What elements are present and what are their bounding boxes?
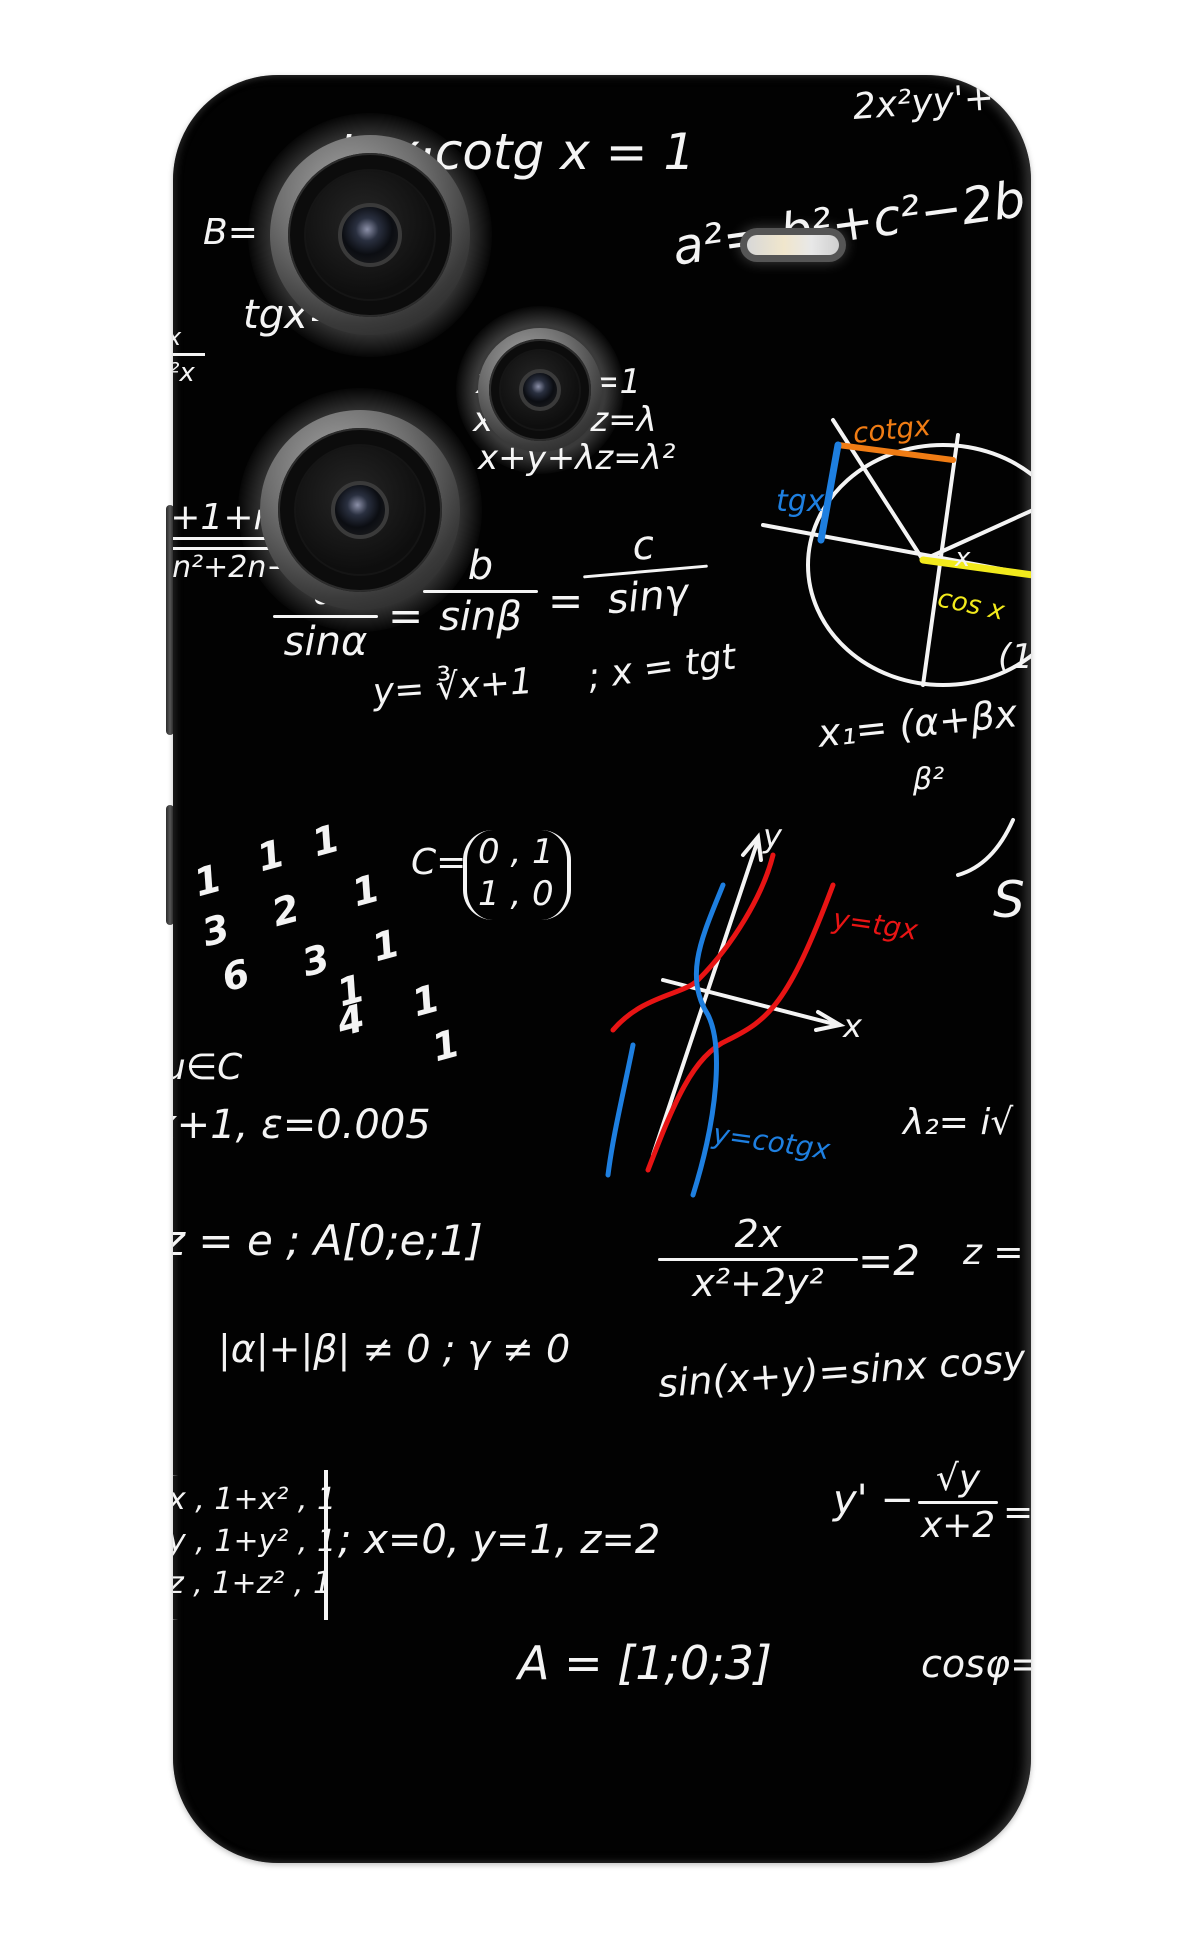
formula-series-num: n²+1+n (173, 497, 276, 538)
formula-y-prime: y' − (833, 1477, 914, 1523)
pascal-number: 6 (217, 950, 255, 1001)
matrix-c-row1: 0 , 1 (478, 832, 554, 872)
pascal-number: 1 (347, 865, 385, 916)
pascal-number: 1 (307, 815, 345, 866)
power-button (166, 805, 174, 925)
formula-z-right: z = (963, 1232, 1024, 1273)
denominator: sinβ (439, 594, 522, 640)
formula-y-prime-eq: = (1003, 1492, 1031, 1533)
denominator: sinα (283, 619, 368, 665)
formula-s-right: S (993, 871, 1025, 929)
pascal-number: 1 (189, 855, 227, 906)
numerator: c (630, 522, 657, 570)
trig-graph (605, 832, 846, 1198)
formula-left-2x: ²x (173, 358, 195, 388)
label-cotgx: cotgx (851, 408, 933, 450)
cotg-segment (835, 442, 956, 463)
camera-flash (740, 228, 846, 262)
numerator: b (467, 543, 494, 589)
matrix-brackets (463, 830, 571, 920)
denominator: sinγ (605, 570, 691, 624)
lens-aperture (519, 369, 561, 411)
pascal-number: 3 (197, 905, 235, 956)
fraction-bar (173, 547, 353, 550)
pascal-number: 1 (367, 920, 405, 971)
matrix3-row1: x , 1+x² , 1 (173, 1482, 337, 1517)
tg-segment (817, 441, 842, 544)
formula-in-c: u∈C (173, 1047, 243, 1088)
formula-lambda2: λ₂= i√ (903, 1102, 1014, 1143)
formula-cos-phi: cosφ= (921, 1642, 1031, 1686)
unit-circle-diagram (761, 418, 1031, 687)
sine-rule-b: b sinβ (423, 545, 538, 638)
formula-x1-beta: β² (913, 762, 945, 797)
formula-z-e: z = e ; A[0;e;1] (173, 1216, 483, 1265)
matrix3-right-bracket (318, 1470, 328, 1620)
sine-rule-c: c sinγ (579, 520, 712, 624)
lens-aperture (338, 203, 402, 267)
denominator: x+2 (920, 1504, 996, 1546)
pascal-number: 1 (427, 1020, 465, 1071)
denominator: x²+2y² (692, 1260, 824, 1305)
formula-top-right: 2x²yy'+ (851, 77, 996, 128)
matrix-c-label: C= (411, 842, 467, 883)
formula-system-3: x+y+λz=λ² (478, 441, 675, 475)
curve-stroke (956, 818, 1015, 877)
camera-lens-small (456, 306, 624, 474)
formula-y-prime-fraction: √y x+2 (918, 1460, 998, 1545)
formula-pythagorean: a²= b²+c²−2b (668, 169, 1029, 277)
formula-fraction: 2x x²+2y² (658, 1212, 858, 1305)
formula-left-x: x (173, 325, 181, 349)
formula-fraction-eq: =2 (858, 1236, 920, 1285)
camera-lens-main-top (248, 113, 492, 357)
matrix3-row2: y , 1+y² , 1 (173, 1524, 337, 1559)
numerator: 2x (734, 1212, 782, 1256)
volume-button (166, 505, 174, 735)
matrix3-row3: z , 1+z² , 1 (173, 1566, 333, 1601)
numerator: √y (935, 1458, 981, 1499)
label-tgx: tgx (776, 484, 825, 519)
formula-epsilon: x+1, ε=0.005 (173, 1102, 431, 1148)
label-y-axis: y (763, 817, 782, 855)
label-angle-x: x (955, 543, 971, 573)
matrix-c-row2: 1 , 0 (478, 874, 554, 914)
pascal-number: 1 (252, 830, 290, 881)
camera-lens-main-bottom (238, 388, 482, 632)
formula-xyz-values: ; x=0, y=1, z=2 (338, 1517, 661, 1563)
formula-b-matrix: B= (203, 212, 258, 253)
equals-sign: = (548, 576, 584, 625)
cos-segment (919, 556, 1031, 579)
formula-sin-sum: sin(x+y)=sinx cosy (656, 1336, 1027, 1406)
formula-abs-neq: |α|+|β| ≠ 0 ; γ ≠ 0 (218, 1327, 571, 1371)
label-x-axis: x (843, 1007, 862, 1045)
pascal-number: 3 (297, 935, 335, 986)
formula-cube-root: y= ∛x+1 (371, 660, 535, 713)
phone-case: tgx·cotg x = 1 2x²yy'+ B= 0 2) a²= b²+c²… (173, 75, 1031, 1863)
formula-a-vector: A = [1;0;3] (518, 1636, 772, 1690)
pascal-number: 1 (407, 975, 445, 1026)
formula-x-tgt: ; x = tgt (585, 636, 739, 698)
fraction-bar (173, 353, 205, 356)
pascal-number: 2 (267, 885, 305, 936)
lens-aperture (331, 481, 389, 539)
